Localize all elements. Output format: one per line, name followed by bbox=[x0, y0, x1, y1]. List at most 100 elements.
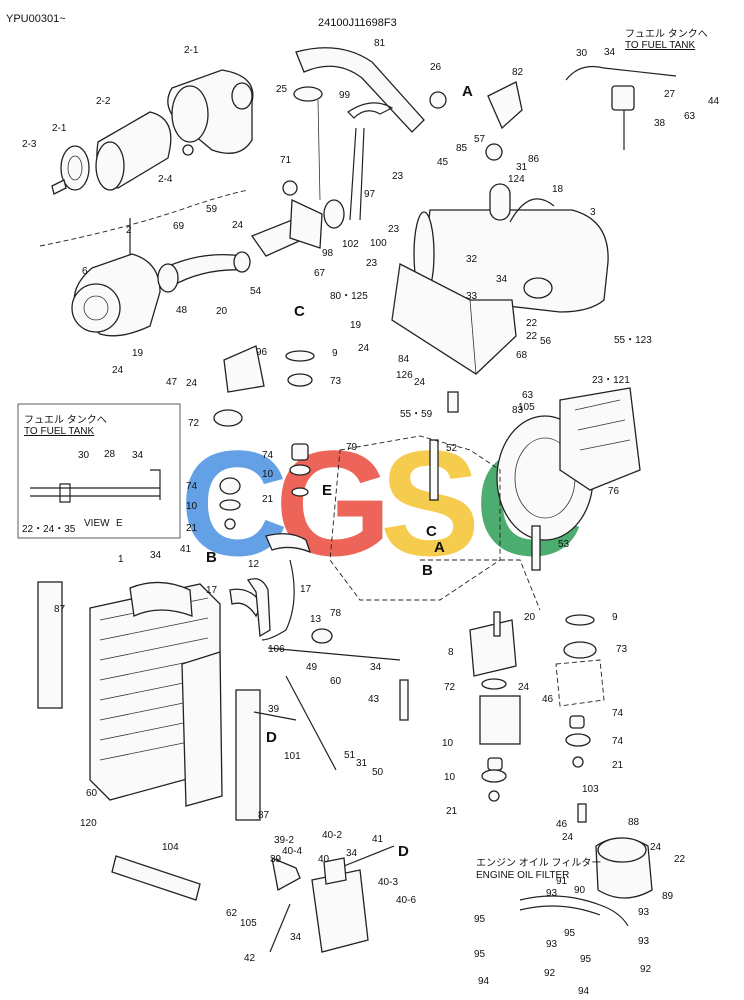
callout-24: 24 bbox=[518, 682, 530, 693]
gauge-rods bbox=[253, 647, 409, 771]
inset-note-en: TO FUEL TANK bbox=[24, 426, 95, 437]
callout-23-121: 23・121 bbox=[592, 375, 630, 386]
callout-19: 19 bbox=[350, 320, 362, 331]
callout-93: 93 bbox=[546, 888, 558, 899]
callout-74: 74 bbox=[612, 736, 624, 747]
reserve-tank bbox=[269, 845, 395, 953]
callout-90: 90 bbox=[574, 885, 586, 896]
callout-34: 34 bbox=[604, 47, 616, 58]
callout-68: 68 bbox=[516, 350, 528, 361]
callout-59: 59 bbox=[206, 204, 218, 215]
callout-34: 34 bbox=[346, 848, 358, 859]
callout-94: 94 bbox=[578, 986, 590, 997]
callout-30: 30 bbox=[576, 48, 588, 59]
engine-mount-front bbox=[213, 345, 315, 530]
air-cleaner-assembly bbox=[39, 69, 254, 258]
callout-40-4: 40-4 bbox=[282, 846, 302, 857]
callout-80-125: 80・125 bbox=[330, 291, 368, 302]
callout-B: B bbox=[206, 549, 217, 566]
intake-elbow bbox=[250, 180, 345, 257]
callout-60: 60 bbox=[330, 676, 342, 687]
callout-38: 38 bbox=[654, 118, 666, 129]
callout-92: 92 bbox=[544, 968, 556, 979]
callout-99: 99 bbox=[339, 90, 351, 101]
callout-55-123: 55・123 bbox=[614, 335, 652, 346]
callout-49: 49 bbox=[306, 662, 318, 673]
callout-22-24-35: 22・24・35 bbox=[22, 524, 76, 535]
callout-21: 21 bbox=[446, 806, 458, 817]
callout-44: 44 bbox=[708, 96, 720, 107]
inset-note-jp: フュエル タンクへ bbox=[24, 414, 107, 426]
callout-87: 87 bbox=[258, 810, 270, 821]
callout-24: 24 bbox=[232, 220, 244, 231]
callout-73: 73 bbox=[330, 376, 342, 387]
callout-62: 62 bbox=[226, 908, 238, 919]
callout-69: 69 bbox=[173, 221, 185, 232]
callout-D: D bbox=[266, 729, 277, 746]
callout-71: 71 bbox=[280, 155, 292, 166]
turbo-housing bbox=[71, 251, 251, 337]
callout-20: 20 bbox=[524, 612, 536, 623]
callout-81: 81 bbox=[374, 38, 386, 49]
callout-34: 34 bbox=[370, 662, 382, 673]
callout-39: 39 bbox=[270, 854, 282, 865]
side-guard-right bbox=[235, 689, 261, 821]
side-guard-left bbox=[37, 581, 63, 709]
muffler-bracket bbox=[391, 263, 517, 413]
callout-95: 95 bbox=[474, 914, 486, 925]
callout-72: 72 bbox=[188, 418, 200, 429]
callout-120: 120 bbox=[80, 818, 97, 829]
callout-17: 17 bbox=[300, 584, 312, 595]
callout-1: 1 bbox=[118, 554, 124, 565]
callout-106: 106 bbox=[268, 644, 285, 655]
fuel-tank-note-top: フュエル タンクへ TO FUEL TANK bbox=[625, 28, 708, 51]
callout-105: 105 bbox=[240, 918, 257, 929]
callout-13: 13 bbox=[310, 614, 322, 625]
callout-73: 73 bbox=[616, 644, 628, 655]
radiator-cover-strip bbox=[111, 855, 201, 901]
callout-126: 126 bbox=[396, 370, 413, 381]
callout-31: 31 bbox=[356, 758, 368, 769]
callout-95: 95 bbox=[474, 949, 486, 960]
callout-9: 9 bbox=[612, 612, 618, 623]
callout-22: 22 bbox=[526, 331, 538, 342]
callout-102: 102 bbox=[342, 239, 359, 250]
callout-67: 67 bbox=[314, 268, 326, 279]
callout-89: 89 bbox=[662, 891, 674, 902]
callout-95: 95 bbox=[580, 954, 592, 965]
fuel-tank-note-jp: フュエル タンクへ bbox=[625, 28, 708, 40]
callout-96: 96 bbox=[256, 347, 268, 358]
callout-52: 52 bbox=[446, 443, 458, 454]
callout-76: 76 bbox=[608, 486, 620, 497]
callout-32: 32 bbox=[466, 254, 478, 265]
callout-78: 78 bbox=[330, 608, 342, 619]
callout-47: 47 bbox=[166, 377, 178, 388]
callout-86: 86 bbox=[528, 154, 540, 165]
engine-outline bbox=[329, 435, 541, 611]
engine-mount-rear bbox=[469, 611, 605, 802]
fan-pump-assembly bbox=[429, 387, 641, 571]
callout-33: 33 bbox=[466, 291, 478, 302]
callout-63: 63 bbox=[684, 111, 696, 122]
callout-21: 21 bbox=[262, 494, 274, 505]
callout-D: D bbox=[398, 843, 409, 860]
callout-8: 8 bbox=[448, 647, 454, 658]
callout-124: 124 bbox=[508, 174, 525, 185]
callout-93: 93 bbox=[546, 939, 558, 950]
callout-28: 28 bbox=[104, 449, 116, 460]
callout-93: 93 bbox=[638, 907, 650, 918]
callout-12: 12 bbox=[248, 559, 260, 570]
callout-24: 24 bbox=[358, 343, 370, 354]
callout-93: 93 bbox=[638, 936, 650, 947]
upper-hoses bbox=[293, 47, 523, 221]
callout-92: 92 bbox=[640, 964, 652, 975]
callout-95: 95 bbox=[564, 928, 576, 939]
callout-24: 24 bbox=[562, 832, 574, 843]
view-e-inset: フュエル タンクへ TO FUEL TANK VIEW E bbox=[17, 403, 181, 539]
oil-filter-note-jp: エンジン オイル フィルター bbox=[476, 857, 601, 869]
callout-10: 10 bbox=[262, 469, 274, 480]
callout-51: 51 bbox=[344, 750, 356, 761]
oil-filter-note-en: ENGINE OIL FILTER bbox=[476, 870, 569, 881]
